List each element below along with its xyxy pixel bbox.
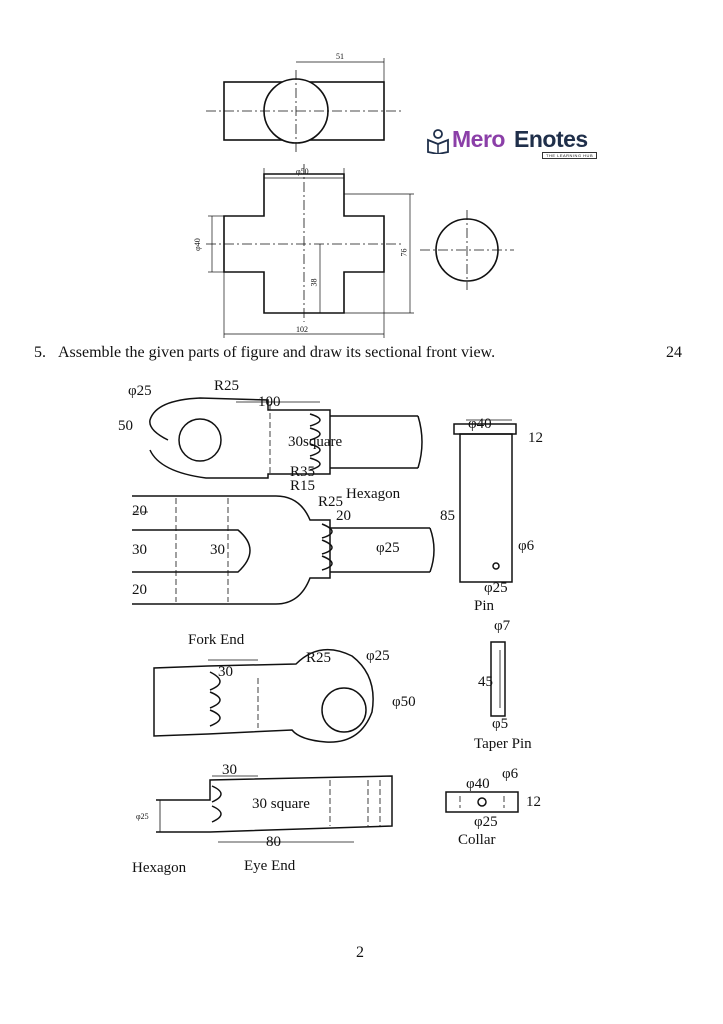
fork-hexagon-label: Hexagon (346, 486, 401, 502)
logo-enotes: Enotes (514, 126, 588, 152)
rod-dim-50: 50 (118, 418, 133, 434)
rod-dim-r25: R25 (214, 378, 240, 394)
book-reader-icon (427, 129, 449, 154)
eye-side-dim-80: 80 (266, 834, 281, 850)
fork-dim-r15: R15 (290, 478, 316, 494)
question-number: 5. (34, 344, 46, 361)
fork-dim-30: 30 (132, 542, 147, 558)
eye-side-hexagon-label: Hexagon (132, 860, 187, 876)
pin-label: Pin (474, 598, 495, 614)
dim-51: 51 (336, 52, 344, 61)
collar-dim-phi6: φ6 (502, 766, 519, 782)
question-marks: 24 (666, 344, 682, 361)
rod-dim-100: 100 (258, 394, 281, 410)
fork-inner-30: 30 (210, 542, 225, 558)
fork-dim-20-bottom: 20 (132, 582, 147, 598)
rod-square-label: 30square (288, 434, 343, 450)
mero-enotes-logo: Mero Enotes THE LEARNING HUB (424, 124, 614, 164)
fork-end-label: Fork End (188, 632, 245, 648)
page-number: 2 (356, 944, 364, 961)
eye-dim-phi50: φ50 (392, 694, 416, 710)
dim-phi50: φ50 (296, 167, 309, 176)
fork-dim-20-top: 20 (132, 503, 147, 519)
eye-dim-30: 30 (218, 664, 233, 680)
pin-dim-12: 12 (528, 430, 543, 446)
collar-label: Collar (458, 832, 496, 848)
fork-dim-phi25: φ25 (376, 540, 400, 556)
logo-mero: Mero (452, 126, 505, 152)
taper-dim-phi7: φ7 (494, 618, 511, 634)
dim-102: 102 (296, 325, 308, 334)
eye-side-dim-30: 30 (222, 762, 237, 778)
collar-dim-phi25: φ25 (474, 814, 498, 830)
fork-dim-r35: R35 (290, 464, 316, 480)
eye-dim-phi25: φ25 (366, 648, 390, 664)
collar-dim-phi40: φ40 (466, 776, 490, 792)
question-text: Assemble the given parts of figure and d… (58, 344, 496, 361)
fork-hex-20: 20 (336, 508, 351, 524)
taper-dim-45: 45 (478, 674, 493, 690)
taper-pin-label: Taper Pin (474, 736, 532, 752)
eye-end-label: Eye End (244, 858, 296, 874)
collar-dim-12: 12 (526, 794, 541, 810)
pin-dim-85: 85 (440, 508, 455, 524)
eye-dim-r25: R25 (306, 650, 332, 666)
taper-dim-phi5: φ5 (492, 716, 509, 732)
fork-dim-r25: R25 (318, 494, 344, 510)
eye-side-square-label: 30 square (252, 796, 310, 812)
pin-dim-phi6: φ6 (518, 538, 535, 554)
pin-dim-phi25: φ25 (484, 580, 508, 596)
eye-side-dim-phi25: φ25 (136, 812, 149, 821)
logo-tagline: THE LEARNING HUB (542, 152, 598, 159)
rod-dim-phi25: φ25 (128, 383, 152, 399)
pin-dim-phi40: φ40 (468, 416, 492, 432)
